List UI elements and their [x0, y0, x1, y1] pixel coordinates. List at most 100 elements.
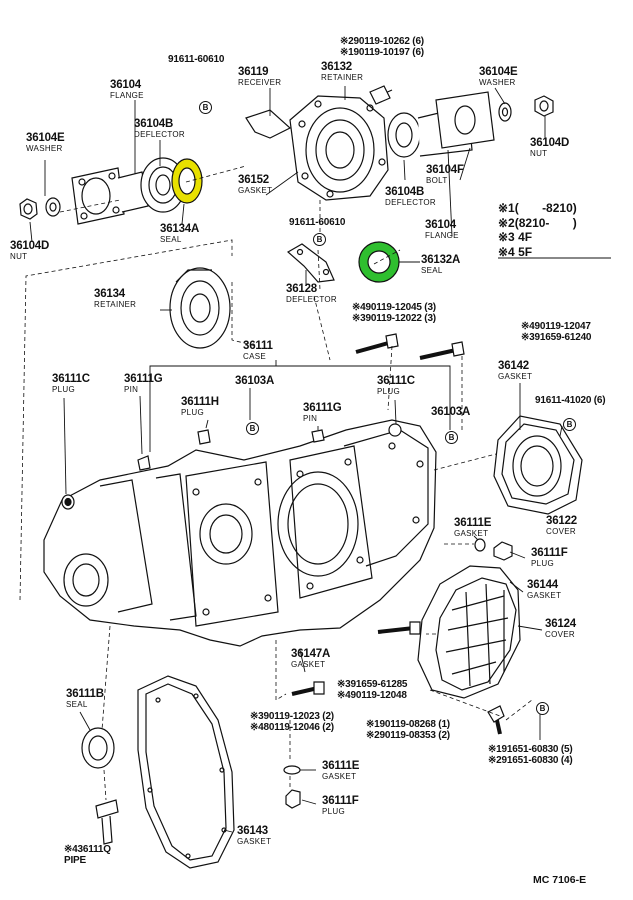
part-number: 36111C	[377, 375, 415, 387]
left-washer-nut	[19, 197, 61, 220]
part-number: 36111B	[66, 688, 104, 700]
plug-36111f-gasket-36111e	[474, 538, 513, 561]
part-number: 36122	[546, 515, 577, 527]
circled-b-mark: B	[199, 101, 212, 114]
pipe-36111q	[95, 799, 119, 845]
part-name: DEFLECTOR	[385, 197, 437, 207]
callout-t1: 91611-60610	[168, 54, 225, 65]
part-number: 36119	[238, 66, 269, 78]
part-number: 36104D	[10, 240, 50, 252]
part-number: 36111	[243, 340, 273, 352]
gasket-36144-cover-36124	[417, 565, 521, 699]
part-number: 36104F	[426, 164, 464, 176]
part-name: DEFLECTOR	[286, 294, 338, 304]
callout-t8: ※390119-12023 (2) ※480119-12046 (2)	[250, 711, 334, 733]
leader-lines	[29, 86, 563, 833]
part-number: 36134A	[160, 223, 200, 235]
part-name: PIN	[303, 413, 318, 423]
part-number: 36152	[238, 174, 269, 186]
callout-t7: ※391659-61285 ※490119-12048	[337, 679, 408, 701]
part-number: 36111G	[303, 402, 342, 414]
part-name: WASHER	[479, 77, 516, 87]
part-number: 36111E	[322, 760, 360, 772]
seal-36132a	[358, 241, 400, 283]
part-number: 36134	[94, 288, 125, 300]
part-number: 36111E	[454, 517, 492, 529]
part-name: PLUG	[377, 386, 400, 396]
part-number: 36103A	[431, 406, 471, 418]
part-name: DEFLECTOR	[134, 129, 186, 139]
part-name: GASKET	[527, 590, 562, 600]
part-name: WASHER	[26, 143, 63, 153]
part-name: NUT	[10, 251, 28, 261]
legend: ※1( -8210) ※2(8210- ) ※3 4F ※4 5F	[498, 201, 577, 259]
right-washer-nut	[498, 95, 554, 122]
part-number: 36111H	[181, 396, 219, 408]
part-name: COVER	[545, 629, 575, 639]
part-number: 36103A	[235, 375, 275, 387]
seal-36134a	[171, 158, 203, 204]
callout-t9: ※190119-08268 (1) ※290119-08353 (2)	[366, 719, 450, 741]
plug-36111f-bottom	[283, 765, 301, 809]
legend-item-1: ※1( -8210)	[498, 201, 577, 215]
gasket-36143	[137, 675, 235, 869]
part-number: 36104E	[479, 66, 518, 78]
part-name: GASKET	[454, 528, 489, 538]
circled-b-mark: B	[445, 431, 458, 444]
part-name: PIN	[124, 384, 139, 394]
part-number: 36144	[527, 579, 558, 591]
legend-item-2: ※2(8210- )	[498, 215, 577, 230]
callout-t11: ※436111Q PIPE	[64, 844, 111, 866]
part-number: 36147A	[291, 648, 331, 660]
deflector-36128	[286, 243, 335, 283]
part-name: GASKET	[322, 771, 357, 781]
dashed-guide-lines	[19, 165, 533, 801]
part-number: 36111G	[124, 373, 163, 385]
part-number: 36132	[321, 61, 352, 73]
part-number: 36111F	[531, 547, 568, 559]
callout-t2: ※290119-10262 (6) ※190119-10197 (6)	[340, 36, 424, 58]
legend-item-4: ※4 5F	[498, 244, 533, 259]
callout-t3: 91611-60610	[289, 217, 346, 228]
part-name: PLUG	[531, 558, 554, 568]
circled-b-mark: B	[313, 233, 326, 246]
part-name: SEAL	[160, 234, 182, 244]
part-name: RETAINER	[94, 299, 137, 309]
part-number: 36104B	[385, 186, 425, 198]
part-number: 36104	[110, 79, 141, 91]
part-number: 36128	[286, 283, 317, 295]
part-number: 36104E	[26, 132, 65, 144]
part-name: CASE	[243, 351, 266, 361]
part-name: SEAL	[66, 699, 88, 709]
case-36111	[43, 419, 437, 647]
callout-t10: ※191651-60830 (5) ※291651-60830 (4)	[488, 744, 573, 766]
circled-b-mark: B	[563, 418, 576, 431]
seal-36111b	[81, 727, 115, 769]
part-name: GASKET	[237, 836, 272, 846]
part-label-36103a_r: 36103A	[431, 406, 471, 419]
